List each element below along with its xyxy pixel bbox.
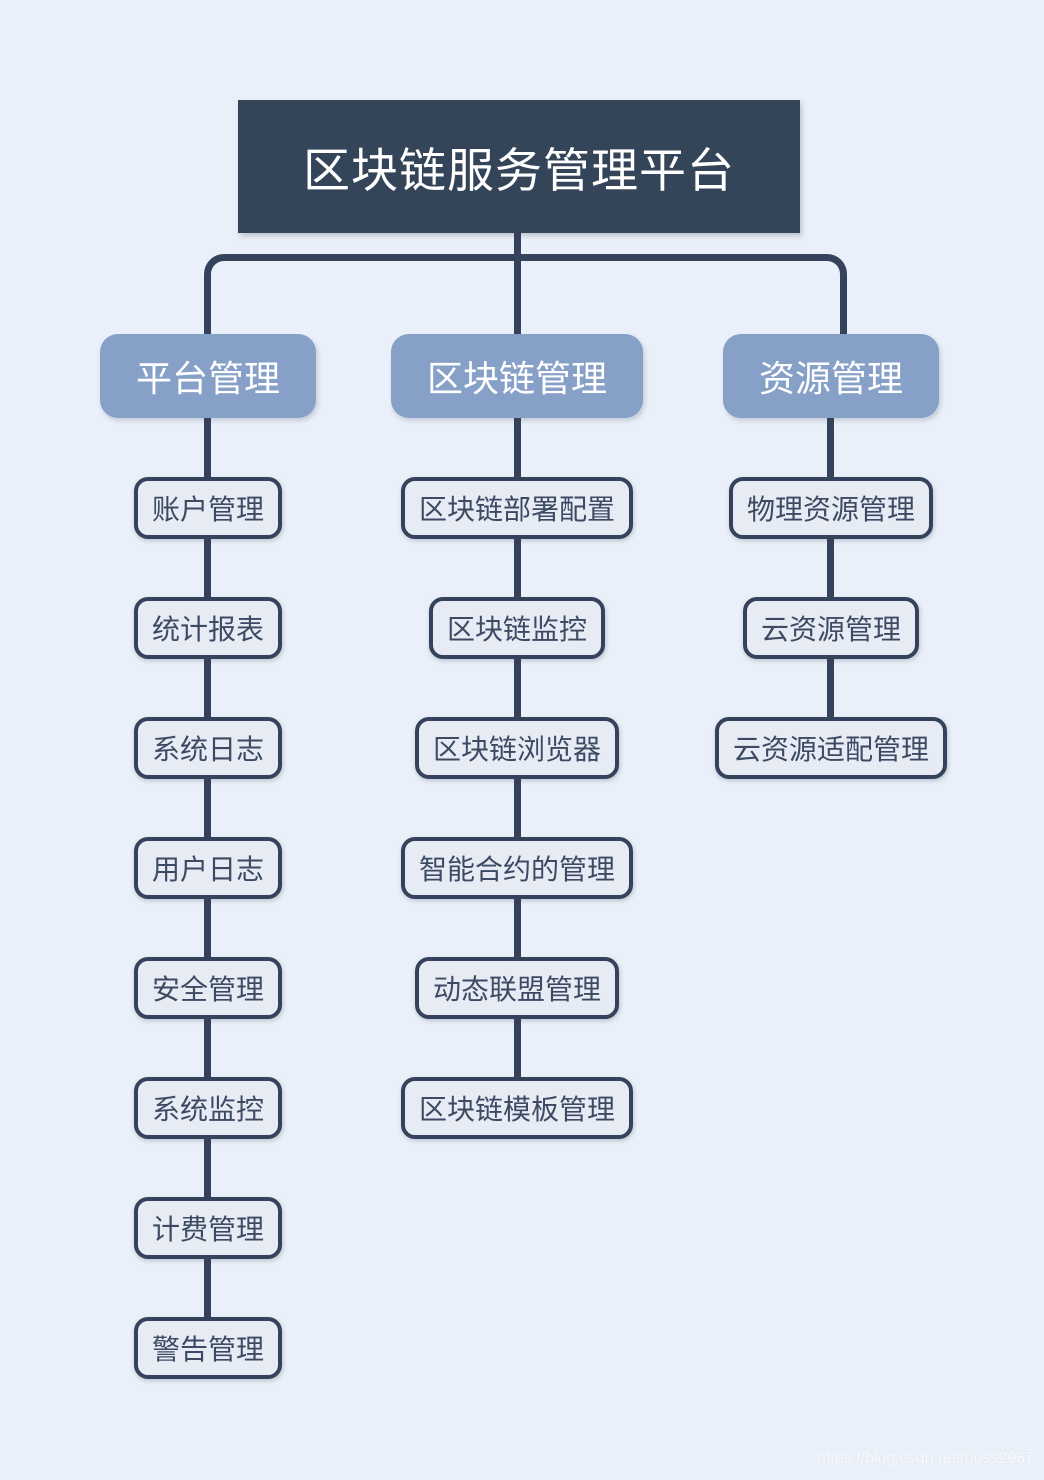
node-alert-management: 警告管理 bbox=[133, 1317, 283, 1379]
node-statistics-report: 统计报表 bbox=[133, 597, 283, 659]
csdn-watermark: https://blog.csdn.net/boss2967 bbox=[816, 1450, 1034, 1467]
node-user-log: 用户日志 bbox=[133, 837, 283, 899]
node-account-management: 账户管理 bbox=[133, 477, 283, 539]
node-physical-resource-management: 物理资源管理 bbox=[728, 477, 934, 539]
connector-branch-bracket bbox=[204, 254, 847, 343]
node-cloud-resource-management: 云资源管理 bbox=[742, 597, 920, 659]
node-smart-contract-management: 智能合约的管理 bbox=[400, 837, 634, 899]
node-blockchain-template-management: 区块链模板管理 bbox=[400, 1077, 634, 1139]
node-cloud-resource-adapter-management: 云资源适配管理 bbox=[714, 717, 948, 779]
branch-blockchain-management: 区块链管理 bbox=[390, 334, 644, 418]
connector-root-stub bbox=[514, 230, 521, 340]
node-security-management: 安全管理 bbox=[133, 957, 283, 1019]
node-dynamic-consortium-management: 动态联盟管理 bbox=[414, 957, 620, 1019]
root-node-blockchain-service-platform: 区块链服务管理平台 bbox=[238, 100, 800, 233]
node-system-log: 系统日志 bbox=[133, 717, 283, 779]
node-billing-management: 计费管理 bbox=[133, 1197, 283, 1259]
node-system-monitoring: 系统监控 bbox=[133, 1077, 283, 1139]
node-blockchain-deploy-config: 区块链部署配置 bbox=[400, 477, 634, 539]
branch-platform-management: 平台管理 bbox=[99, 334, 317, 418]
branch-resource-management: 资源管理 bbox=[722, 334, 940, 418]
node-blockchain-explorer: 区块链浏览器 bbox=[414, 717, 620, 779]
connector-resource-column-line bbox=[827, 416, 834, 737]
node-blockchain-monitoring: 区块链监控 bbox=[428, 597, 606, 659]
